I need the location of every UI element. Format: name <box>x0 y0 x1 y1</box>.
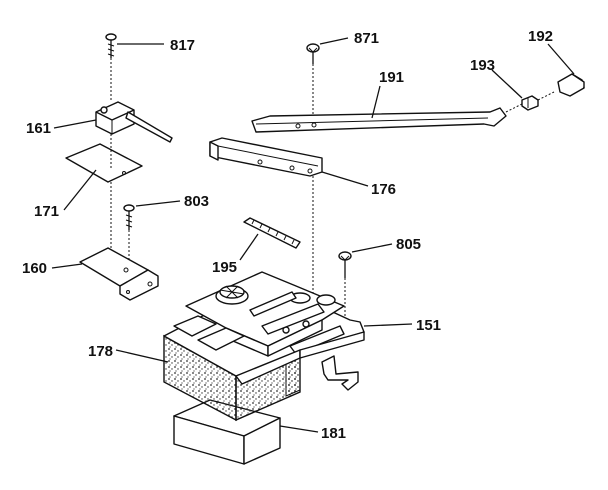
part-161-switch <box>53 101 173 143</box>
label-181: 181 <box>321 425 346 442</box>
label-161: 161 <box>26 120 51 137</box>
label-803: 803 <box>184 193 209 210</box>
part-160-bracket <box>51 247 159 301</box>
label-191: 191 <box>379 69 404 86</box>
label-195: 195 <box>212 259 237 276</box>
label-178: 178 <box>88 343 113 360</box>
part-176-plate <box>209 137 369 187</box>
label-171: 171 <box>34 203 59 220</box>
label-193: 193 <box>470 57 495 74</box>
screw-805 <box>338 243 393 318</box>
part-181-box <box>173 399 319 465</box>
label-192: 192 <box>528 28 553 45</box>
screw-803 <box>123 200 181 268</box>
part-191-rod <box>251 85 523 133</box>
label-817: 817 <box>170 37 195 54</box>
label-805: 805 <box>396 236 421 253</box>
label-871: 871 <box>354 30 379 47</box>
part-195-spring <box>239 217 301 261</box>
part-151-assembly <box>163 271 413 391</box>
part-171-insulator <box>63 134 143 211</box>
label-176: 176 <box>371 181 396 198</box>
label-160: 160 <box>22 260 47 277</box>
screw-871 <box>306 37 349 118</box>
screw-817 <box>105 33 164 100</box>
part-192-knob <box>547 43 585 97</box>
label-151: 151 <box>416 317 441 334</box>
part-193-clip <box>491 69 555 111</box>
